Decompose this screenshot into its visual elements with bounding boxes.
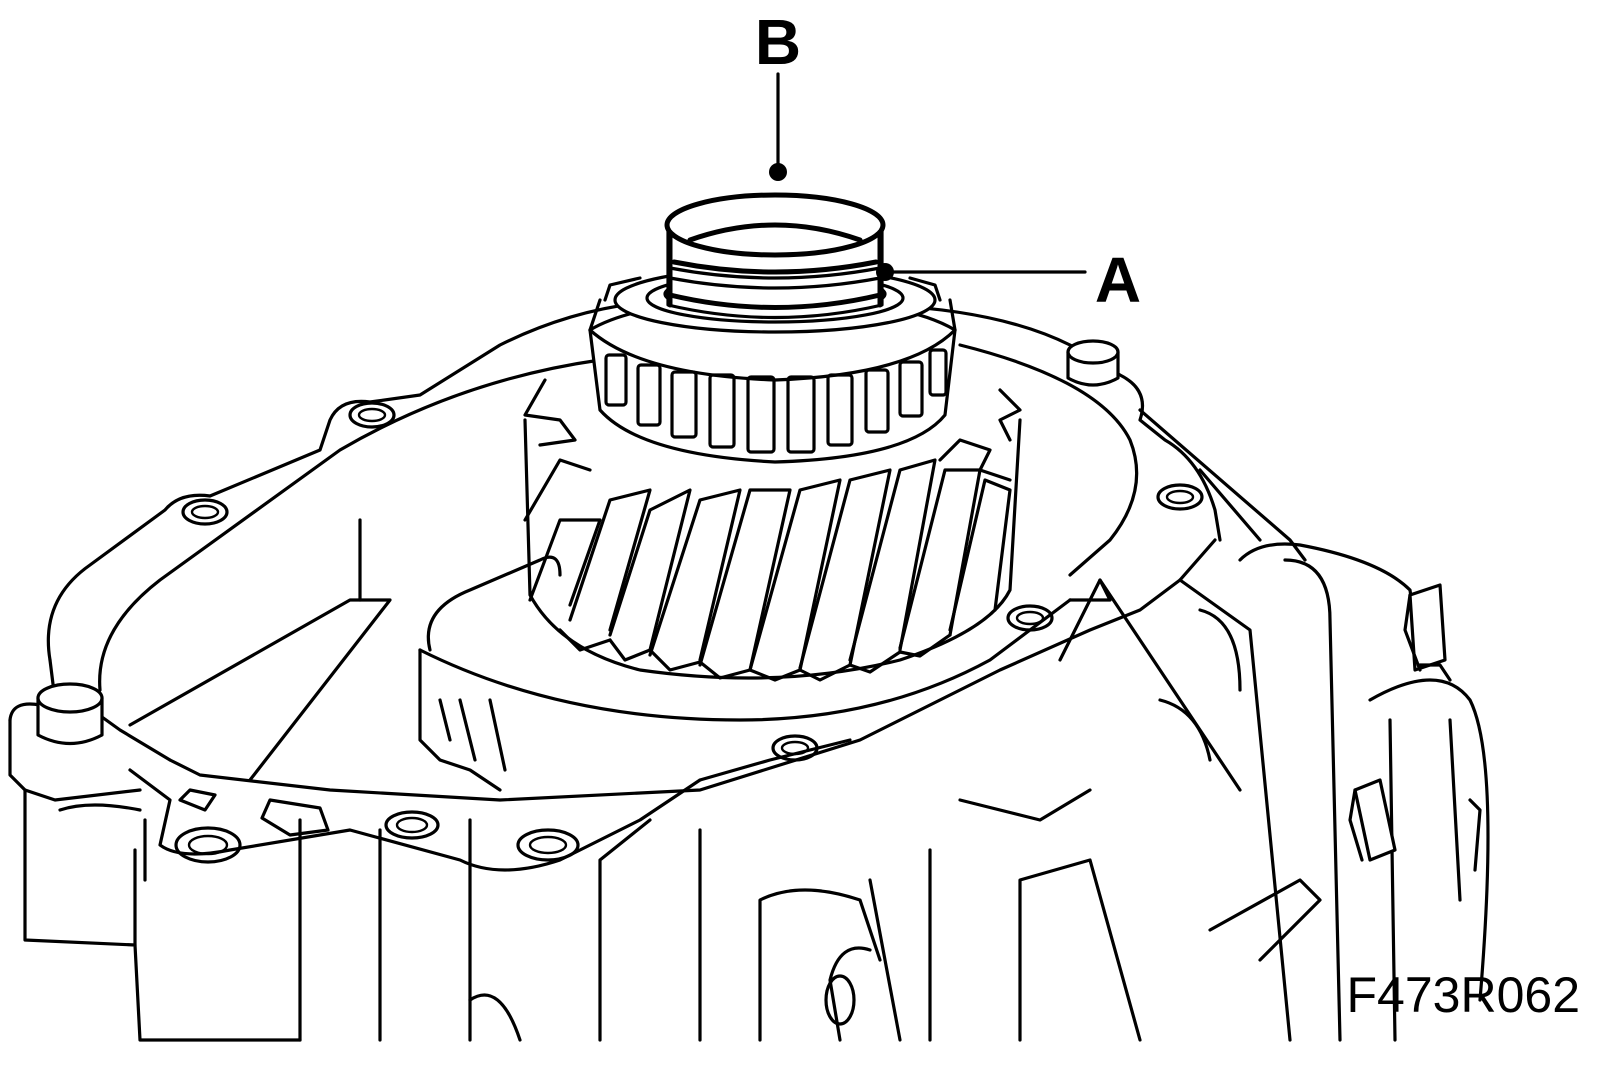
roller [928, 348, 948, 397]
roller-bearing [588, 276, 957, 464]
circlip [667, 259, 883, 310]
bolt-hole [1006, 604, 1054, 632]
roller [670, 370, 698, 439]
bolt-hole [1156, 483, 1204, 511]
bolt-hole [516, 828, 580, 862]
figure-code: F473R062 [1347, 967, 1581, 1023]
callout-b-dot [769, 163, 787, 181]
dowel-pin-right [1066, 339, 1120, 387]
shim [664, 192, 886, 258]
roller [708, 373, 736, 449]
oil-slot [178, 788, 217, 812]
roller [864, 368, 890, 434]
roller [746, 375, 776, 454]
bolt-hole [384, 810, 440, 840]
callout-a-dot [876, 263, 894, 281]
roller [898, 360, 924, 418]
bolt-hole [174, 826, 242, 864]
roller [604, 353, 628, 407]
callout-b: B [755, 6, 801, 181]
housing-body [8, 702, 1142, 1042]
bolt-holes [174, 401, 1204, 864]
callout-a: A [876, 244, 1141, 316]
inner-cavity [98, 343, 1242, 792]
callout-a-label: A [1095, 244, 1141, 316]
helical-gear [523, 378, 1022, 682]
callout-b-label: B [755, 6, 801, 78]
bolt-hole [771, 734, 819, 762]
hex-bolt-upper [1403, 583, 1452, 682]
bolt-hole [181, 498, 229, 526]
dowel-pin-left [36, 682, 104, 745]
side-cover [1138, 408, 1490, 1042]
roller [826, 373, 854, 447]
bolt-hole [348, 401, 396, 429]
roller [636, 363, 662, 427]
roller [786, 375, 816, 454]
hex-bolt-lower [1348, 778, 1397, 862]
oil-slot [260, 798, 330, 837]
